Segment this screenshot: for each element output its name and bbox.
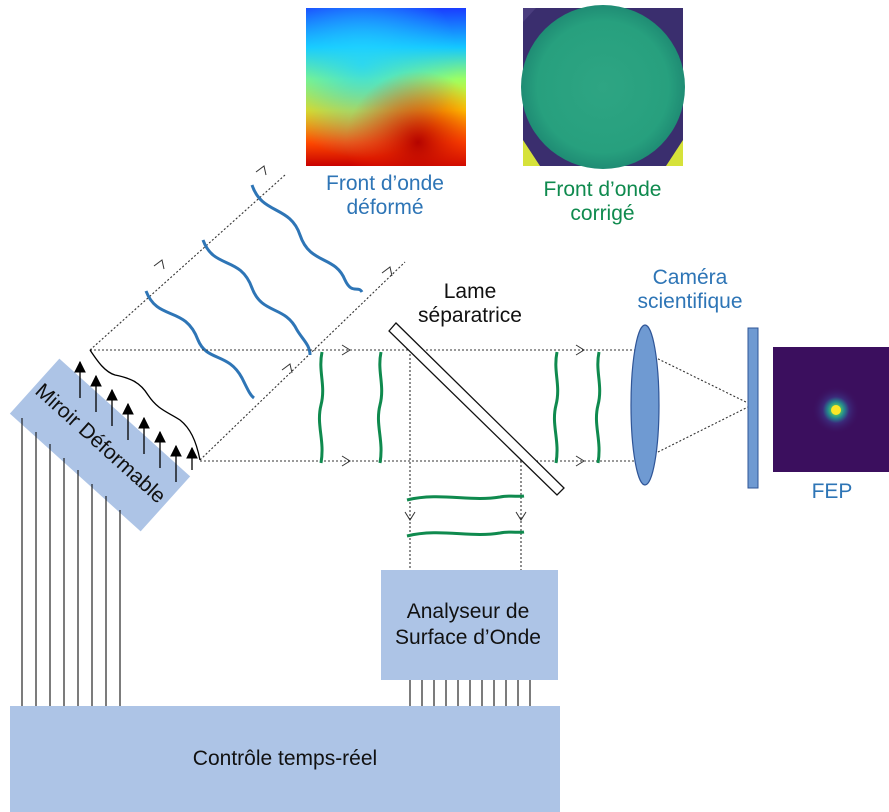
realtime-control-box	[10, 706, 560, 812]
deformable-mirror	[9, 358, 191, 532]
label-psf: FEP	[811, 480, 853, 503]
corrected-wavefronts-green	[317, 351, 602, 538]
horizontal-beam-arrows	[341, 344, 585, 521]
actuator-arrows	[74, 360, 198, 482]
label-wavefront-analyser: Analyseur de Surface d’Onde	[395, 600, 541, 649]
lens	[630, 324, 660, 486]
corrected-wavefront-image	[521, 5, 685, 169]
mirror-surface	[89, 349, 201, 461]
wavefront-analyser-box	[381, 570, 558, 680]
label-deformed-wavefront: Front d’onde déformé	[326, 172, 444, 219]
mirror-cables	[21, 418, 121, 706]
incoming-beam-lines	[89, 174, 406, 461]
label-realtime-control: Contrôle temps-réel	[192, 747, 378, 770]
psf-image	[773, 347, 889, 472]
camera-sensor	[747, 327, 759, 489]
deformed-wavefronts-blue	[144, 184, 364, 400]
label-science-camera: Caméra scientifique	[637, 266, 743, 313]
incoming-beam-arrows	[153, 165, 393, 374]
horizontal-beam-lines	[90, 349, 753, 570]
beam-splitter-plate	[388, 322, 565, 496]
analyser-cables	[409, 680, 531, 706]
label-corrected-wavefront: Front d’onde corrigé	[543, 178, 662, 225]
label-beam-splitter: Lame séparatrice	[418, 280, 522, 327]
deformed-wavefront-image	[306, 8, 466, 166]
